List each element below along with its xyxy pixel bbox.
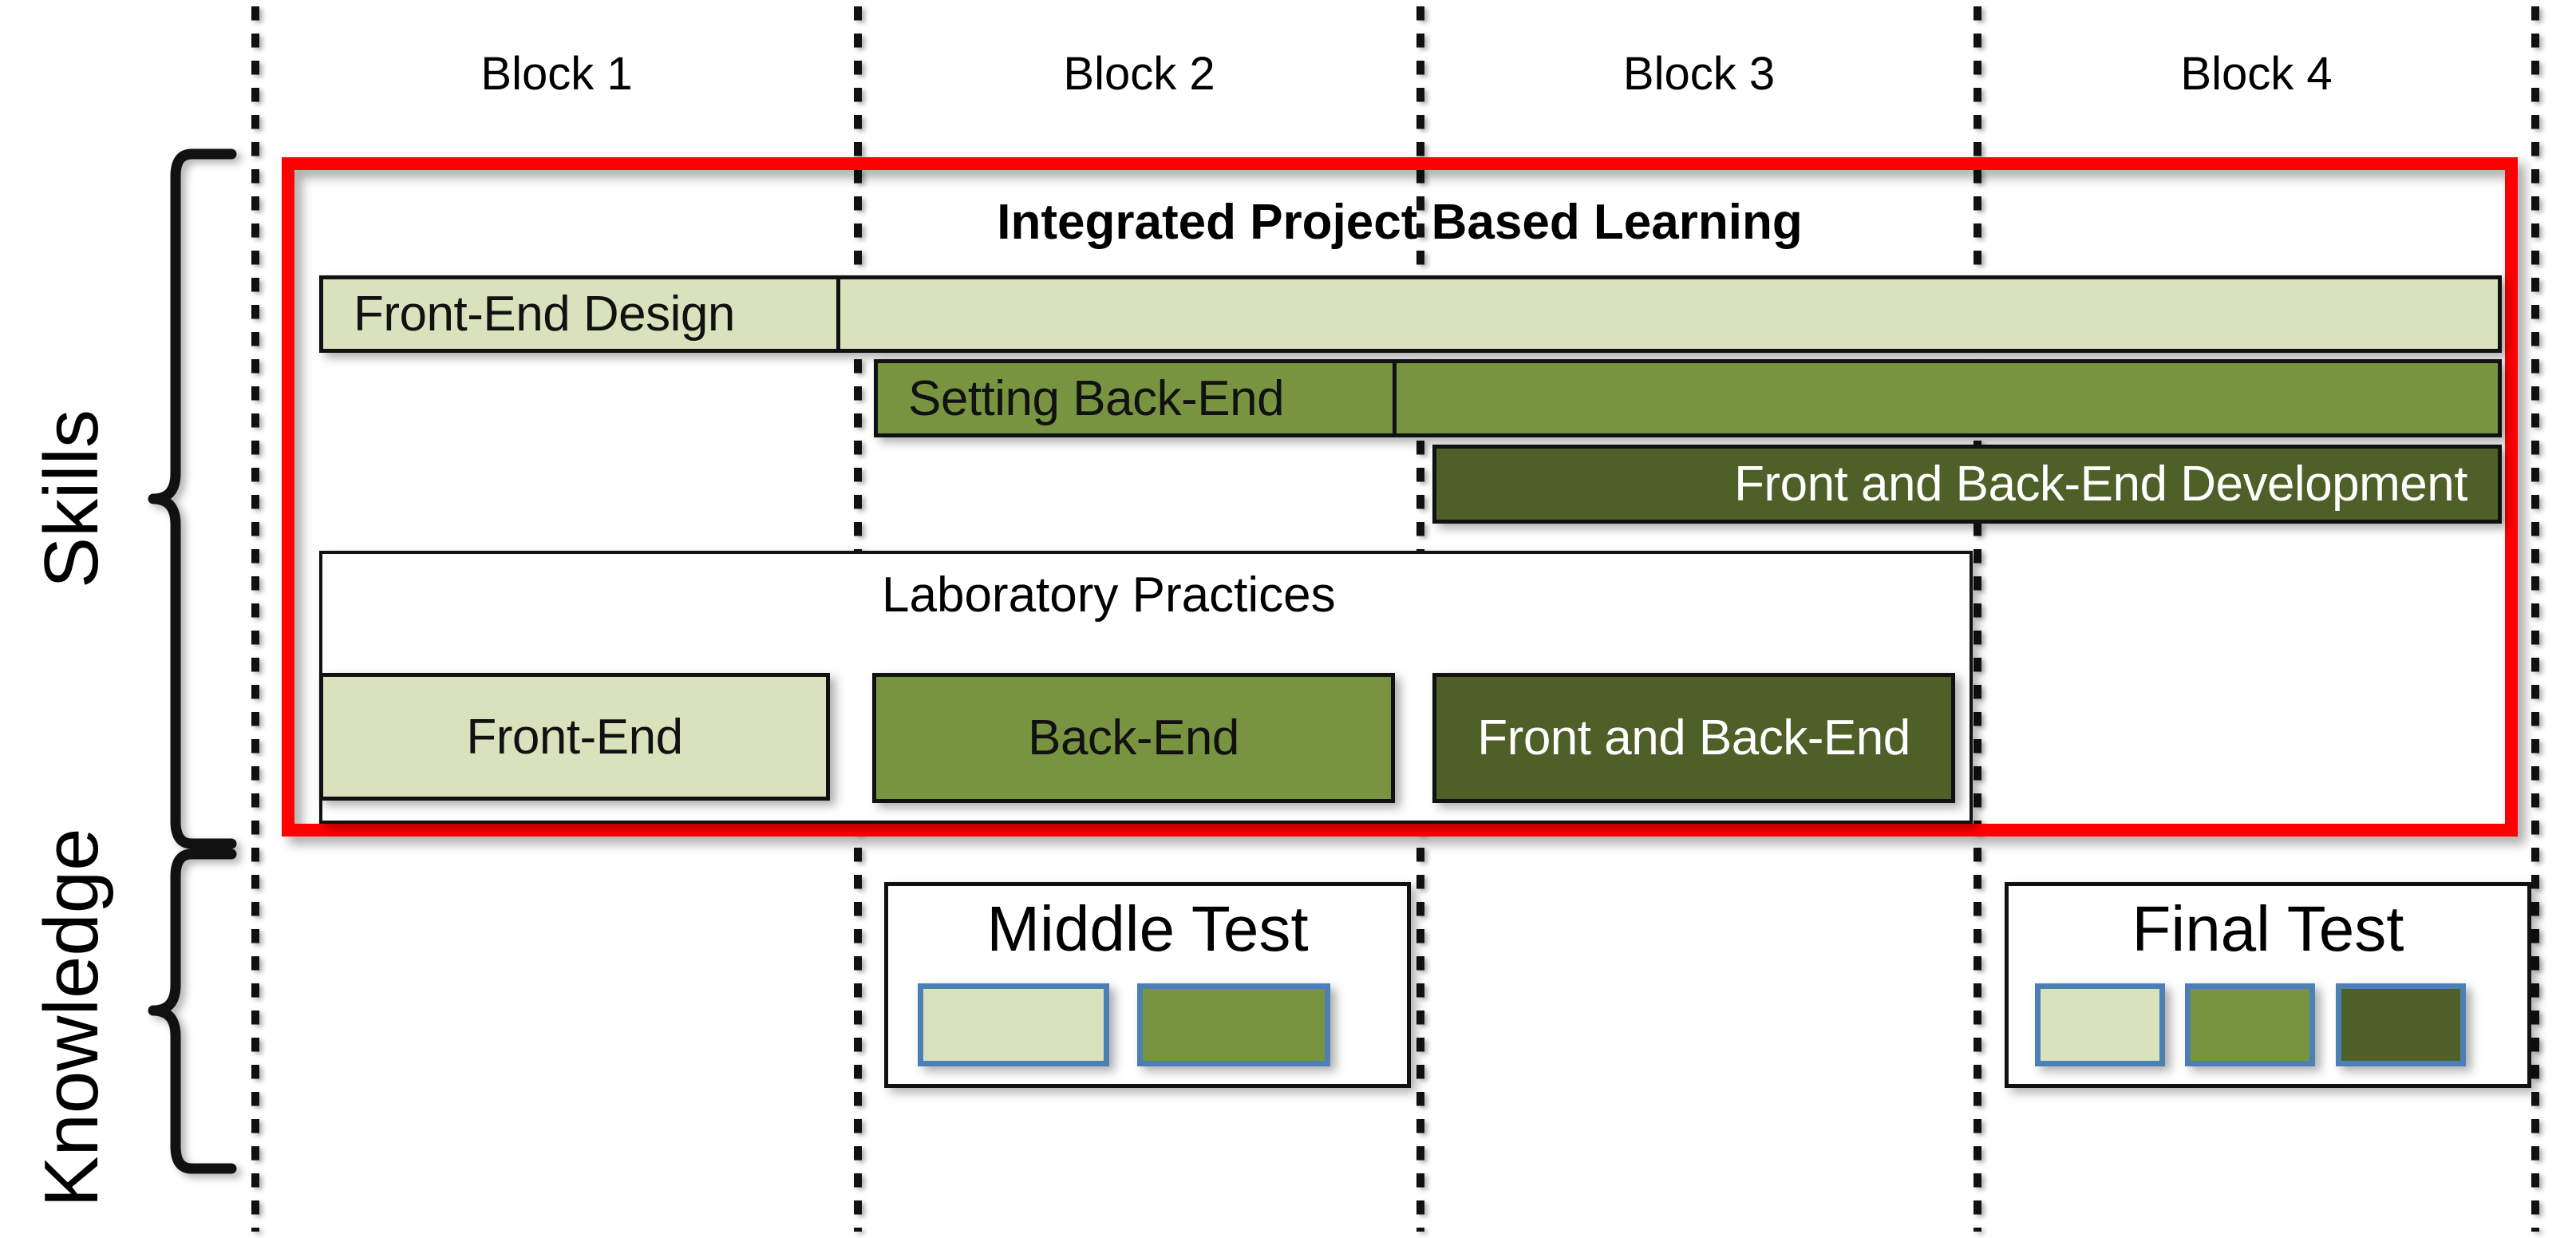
column-header-block-4: Block 4 <box>2180 48 2333 100</box>
column-header-block-2: Block 2 <box>1063 48 1215 100</box>
column-separator-4 <box>2531 6 2539 1232</box>
section-title-integrated-pbl: Integrated Project Based Learning <box>997 195 1803 250</box>
final-test-title: Final Test <box>2132 893 2404 964</box>
skills-bar-front-end-design[interactable]: Front-End Design <box>319 275 2502 353</box>
skills-bar-front-and-back-end-development[interactable]: Front and Back-End Development <box>1432 445 2502 524</box>
lab-bar-label: Back-End <box>1028 710 1239 765</box>
middle-test-swatch-medium[interactable] <box>1137 983 1330 1066</box>
middle-test-swatch-light[interactable] <box>918 983 1109 1066</box>
skills-bar-setting-back-end[interactable]: Setting Back-End <box>874 359 2502 437</box>
skills-bar-label: Setting Back-End <box>908 370 1285 426</box>
middle-test-title: Middle Test <box>986 893 1309 964</box>
lab-bar-front-and-back-end[interactable]: Front and Back-End <box>1432 673 1955 803</box>
side-label-skills: Skills <box>29 409 114 589</box>
lab-bar-label: Front and Back-End <box>1477 710 1910 765</box>
side-label-knowledge: Knowledge <box>29 828 114 1208</box>
skills-brace <box>142 148 238 850</box>
final-test-swatch-medium[interactable] <box>2185 983 2315 1066</box>
column-separator-0 <box>251 6 259 1232</box>
column-separator-3 <box>1973 6 1981 1232</box>
column-header-block-3: Block 3 <box>1622 48 1776 100</box>
final-test-swatch-dark[interactable] <box>2336 983 2466 1066</box>
laboratory-practices-title: Laboratory Practices <box>882 568 1336 623</box>
lab-bar-back-end[interactable]: Back-End <box>872 673 1395 803</box>
knowledge-brace <box>142 848 238 1175</box>
column-header-block-1: Block 1 <box>480 48 633 100</box>
final-test-swatch-light[interactable] <box>2035 983 2165 1066</box>
skills-bar-label: Front-End Design <box>354 287 735 342</box>
bar-segment-divider <box>836 279 840 349</box>
lab-bar-front-end[interactable]: Front-End <box>319 673 830 801</box>
bar-segment-divider <box>1393 363 1397 433</box>
skills-bar-label: Front and Back-End Development <box>1734 457 2467 512</box>
lab-bar-label: Front-End <box>466 709 683 765</box>
skills-highlight-frame <box>282 157 2518 837</box>
